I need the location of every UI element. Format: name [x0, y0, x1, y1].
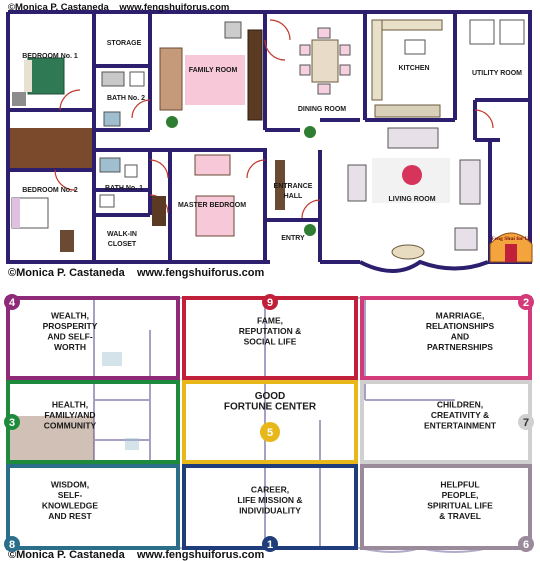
bagua-number-9: 9: [267, 297, 273, 309]
logo-text: Feng Shui for Us: [491, 236, 530, 242]
bagua-cell-6: [360, 464, 532, 550]
feng-shui-logo: Feng Shui for Us: [489, 232, 533, 263]
room-label-master-bedroom: MASTER BEDROOM: [178, 202, 246, 209]
bagua-cell-8: [6, 464, 180, 550]
room-label-entrance-1: ENTRANCE: [274, 183, 313, 190]
bagua-label-6-line-2: PEOPLE,: [442, 490, 479, 500]
room-label-living-room: LIVING ROOM: [388, 196, 435, 203]
bagua-cell-5: [182, 380, 358, 464]
dining-table: [311, 39, 339, 83]
bagua-label-8-line-2: SELF-: [58, 490, 83, 500]
bagua-number-8: 8: [9, 539, 15, 551]
bagua-label-3-line-3: COMMUNITY: [44, 421, 97, 431]
bagua-label-4-line-1: WEALTH,: [51, 310, 89, 320]
bagua-label-3-line-2: FAMILY/AND: [44, 410, 95, 420]
hallway-floor: [8, 128, 94, 172]
bagua-label-1-line-2: LIFE MISSION &: [237, 495, 302, 505]
bagua-label-2-line-4: PARTNERSHIPS: [427, 342, 493, 352]
bagua-label-6-line-3: SPIRITUAL LIFE: [427, 500, 493, 510]
bagua-label-6-line-1: HELPFUL: [440, 479, 479, 489]
bagua-label-5-line-1: GOOD: [255, 391, 286, 402]
credit-bottom: ©Monica P. Castaneda www.fengshuiforus.c…: [8, 549, 264, 561]
room-label-dining-room: DINING ROOM: [298, 106, 346, 113]
room-label-kitchen: KITCHEN: [398, 65, 429, 72]
bagua-badge-4: [4, 294, 20, 310]
bagua-badge-5: [260, 422, 280, 442]
bagua-label-9-line-2: REPUTATION &: [239, 326, 302, 336]
room-label-storage: STORAGE: [107, 40, 142, 47]
bagua-number-5: 5: [267, 427, 273, 439]
room-label-family-room: FAMILY ROOM: [189, 67, 238, 74]
master-bed: [195, 195, 235, 237]
floor-plan-top: BEDROOM No. 1 STORAGE FAMILY ROOM BATH N…: [6, 10, 533, 273]
bagua-label-2-line-1: MARRIAGE,: [436, 310, 485, 320]
bagua-label-4-line-3: AND SELF-: [47, 331, 93, 341]
bagua-label-2-line-2: RELATIONSHIPS: [426, 321, 495, 331]
bagua-label-9-line-3: SOCIAL LIFE: [244, 337, 297, 347]
room-label-entrance-2: HALL: [284, 193, 303, 200]
room-label-bath1: BATH No. 1: [105, 185, 143, 192]
bagua-label-8-line-3: KNOWLEDGE: [42, 500, 99, 510]
bagua-label-9-line-1: FAME,: [257, 316, 283, 326]
bagua-label-7-line-2: CREATIVITY &: [431, 410, 489, 420]
living-room-sofa: [387, 127, 439, 149]
bagua-number-2: 2: [523, 297, 529, 309]
room-label-bath2: BATH No. 2: [107, 95, 145, 102]
bagua-number-7: 7: [523, 417, 529, 429]
bagua-badge-2: [518, 294, 534, 310]
bagua-cell-2: [360, 296, 532, 380]
plant-icon: [166, 116, 178, 128]
bagua-label-6-line-4: & TRAVEL: [439, 511, 481, 521]
bagua-number-1: 1: [267, 539, 273, 551]
bagua-badge-9: [262, 294, 278, 310]
bagua-label-3-line-1: HEALTH,: [52, 400, 88, 410]
bagua-label-4-line-2: PROSPERITY: [43, 321, 98, 331]
family-room-sofa: [159, 47, 183, 111]
bagua-badge-7: [518, 414, 534, 430]
bagua-number-4: 4: [9, 297, 16, 309]
bagua-badge-6: [518, 536, 534, 552]
bagua-badge-3: [4, 414, 20, 430]
bagua-label-7-line-3: ENTERTAINMENT: [424, 421, 497, 431]
bagua-label-8-line-1: WISDOM,: [51, 479, 89, 489]
bagua-number-6: 6: [523, 539, 529, 551]
bagua-label-5-line-2: FORTUNE CENTER: [224, 401, 317, 412]
living-room-chair: [347, 164, 367, 202]
credit-middle: ©Monica P. Castaneda www.fengshuiforus.c…: [8, 267, 264, 279]
bagua-label-4-line-4: WORTH: [54, 342, 86, 352]
bagua-label-8-line-4: AND REST: [48, 511, 92, 521]
room-label-walkin-1: WALK-IN: [107, 231, 137, 238]
bagua-badge-1: [262, 536, 278, 552]
bagua-number-3: 3: [9, 417, 15, 429]
room-label-walkin-2: CLOSET: [108, 241, 137, 248]
bed-1: [27, 57, 65, 95]
credit-top: ©Monica P. Castaneda www.fengshuiforus.c…: [8, 2, 229, 13]
room-label-utility-room: UTILITY ROOM: [472, 70, 522, 77]
room-label-bedroom2: BEDROOM No. 2: [22, 187, 78, 194]
bagua-label-1-line-3: INDIVIDUALITY: [239, 506, 301, 516]
bagua-label-1-line-1: CAREER,: [251, 485, 289, 495]
bagua-cell-4: [6, 296, 180, 380]
family-room-rug: [185, 55, 245, 105]
bagua-badge-8: [4, 536, 20, 552]
bagua-label-2-line-3: AND: [451, 331, 469, 341]
room-label-entry: ENTRY: [281, 235, 305, 242]
room-label-bedroom1: BEDROOM No. 1: [22, 53, 78, 60]
flower-icon: [402, 165, 422, 185]
bagua-label-7-line-1: CHILDREN,: [437, 400, 483, 410]
